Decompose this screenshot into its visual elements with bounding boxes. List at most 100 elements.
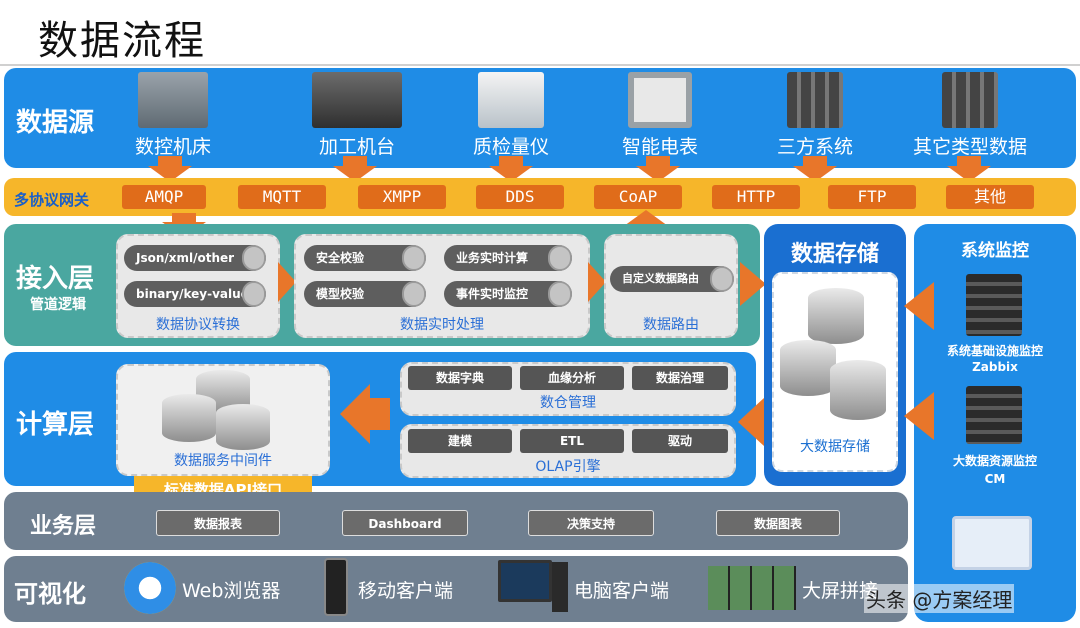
pill-label: 模型校验 bbox=[316, 287, 365, 301]
pill-label: 事件实时监控 bbox=[456, 287, 529, 301]
desktop-tower-icon bbox=[552, 562, 568, 612]
source-label: 数据源 bbox=[16, 108, 95, 138]
title-divider bbox=[0, 64, 1080, 66]
cnc-machine-icon bbox=[138, 72, 208, 128]
server-icon bbox=[966, 386, 1022, 444]
pill-cap bbox=[402, 281, 426, 307]
flow-arrow-right bbox=[588, 262, 606, 302]
json-xml-pill: Json/xml/other bbox=[124, 245, 266, 271]
flow-arrow bbox=[499, 156, 523, 168]
database-icon bbox=[808, 288, 864, 344]
source-item-thirdparty: 三方系统 bbox=[760, 72, 870, 159]
source-item-machine: 加工机台 bbox=[302, 72, 412, 159]
data-chart-button[interactable]: 数据图表 bbox=[716, 510, 840, 536]
source-item-label: 数控机床 bbox=[134, 136, 211, 158]
protocol-http: HTTP bbox=[712, 185, 800, 209]
custom-routing-pill: 自定义数据路由 bbox=[610, 266, 734, 292]
gateway-label: 多协议网关 bbox=[14, 191, 90, 209]
pill-label: Json/xml/other bbox=[136, 251, 235, 265]
protocol-convert-caption: 数据协议转换 bbox=[156, 317, 240, 333]
flow-arrow bbox=[172, 213, 196, 223]
flow-arrow bbox=[343, 156, 367, 168]
driver-button[interactable]: 驱动 bbox=[632, 429, 728, 453]
flow-arrow-left-shaft bbox=[368, 398, 390, 430]
flow-arrow bbox=[957, 156, 981, 168]
flow-arrow bbox=[803, 156, 827, 168]
protocol-amqp: AMQP bbox=[122, 185, 206, 209]
olap-caption: OLAP引擎 bbox=[535, 459, 601, 475]
monitor-tool-cm: CM bbox=[984, 472, 1006, 486]
protocol-xmpp: XMPP bbox=[358, 185, 446, 209]
lineage-button[interactable]: 血缘分析 bbox=[520, 366, 624, 390]
source-item-gauge: 质检量仪 bbox=[456, 72, 566, 159]
pill-label: binary/key-value bbox=[136, 287, 249, 301]
protocol-coap: CoAP bbox=[594, 185, 682, 209]
page-title: 数据流程 bbox=[38, 18, 206, 64]
storage-label: 数据存储 bbox=[790, 242, 879, 267]
report-button[interactable]: 数据报表 bbox=[156, 510, 280, 536]
security-check-pill: 安全校验 bbox=[304, 245, 426, 271]
etl-button[interactable]: ETL bbox=[520, 429, 624, 453]
warehouse-caption: 数仓管理 bbox=[540, 395, 596, 411]
video-wall-icon bbox=[708, 566, 796, 610]
event-monitor-pill: 事件实时监控 bbox=[444, 281, 572, 307]
source-item-label: 三方系统 bbox=[776, 136, 853, 158]
realtime-caption: 数据实时处理 bbox=[400, 317, 484, 333]
source-item-cnc: 数控机床 bbox=[118, 72, 228, 159]
watermark: 头条 @方案经理 bbox=[864, 584, 1015, 613]
server-rack-icon bbox=[942, 72, 998, 128]
flow-arrow-left bbox=[904, 392, 934, 440]
protocol-other: 其他 bbox=[946, 185, 1034, 209]
flow-arrow bbox=[646, 156, 670, 168]
monitor-tool-zabbix: Zabbix bbox=[972, 360, 1018, 374]
monitor-item-bigdata: 大数据资源监控 bbox=[952, 454, 1037, 468]
flow-arrow bbox=[158, 156, 182, 168]
flow-arrow-left bbox=[738, 398, 764, 446]
source-item-other: 其它类型数据 bbox=[900, 72, 1040, 159]
source-item-label: 加工机台 bbox=[318, 136, 395, 158]
pill-cap bbox=[548, 245, 572, 271]
mobile-phone-icon bbox=[324, 558, 348, 616]
pill-label: 业务实时计算 bbox=[456, 251, 529, 265]
middleware-caption: 数据服务中间件 bbox=[174, 453, 272, 469]
source-item-label: 智能电表 bbox=[621, 136, 698, 158]
monitor-item-infra: 系统基础设施监控 bbox=[946, 344, 1043, 358]
desktop-pc-icon bbox=[498, 560, 552, 602]
flow-arrow-right bbox=[740, 262, 766, 306]
business-label: 业务层 bbox=[30, 514, 97, 539]
access-sublabel: 管道逻辑 bbox=[30, 297, 86, 313]
flow-arrow-up bbox=[624, 210, 668, 226]
visual-item-mobile: 移动客户端 bbox=[358, 580, 454, 602]
database-icon bbox=[216, 404, 270, 450]
flow-arrow-right bbox=[278, 262, 296, 302]
routing-caption: 数据路由 bbox=[643, 317, 699, 333]
scale-icon bbox=[478, 72, 544, 128]
data-dictionary-button[interactable]: 数据字典 bbox=[408, 366, 512, 390]
flow-arrow-left bbox=[904, 282, 934, 330]
decision-support-button[interactable]: 决策支持 bbox=[528, 510, 654, 536]
visual-label: 可视化 bbox=[14, 580, 86, 608]
database-icon bbox=[780, 340, 836, 396]
governance-button[interactable]: 数据治理 bbox=[632, 366, 728, 390]
monitor-label: 系统监控 bbox=[961, 241, 1029, 261]
source-item-meter: 智能电表 bbox=[602, 72, 718, 159]
modeling-button[interactable]: 建模 bbox=[408, 429, 512, 453]
pill-cap bbox=[242, 245, 266, 271]
compute-label: 计算层 bbox=[16, 410, 95, 440]
visual-item-wall: 大屏拼接 bbox=[802, 580, 879, 602]
storage-caption: 大数据存储 bbox=[800, 439, 870, 455]
flow-arrow-left bbox=[340, 384, 370, 444]
electric-meter-icon bbox=[628, 72, 692, 128]
server-rack-icon bbox=[787, 72, 843, 128]
protocol-ftp: FTP bbox=[828, 185, 916, 209]
pill-cap bbox=[242, 281, 266, 307]
dashboard-button[interactable]: Dashboard bbox=[342, 510, 468, 536]
pill-label: 自定义数据路由 bbox=[622, 272, 699, 285]
visual-item-web: Web浏览器 bbox=[182, 580, 281, 602]
database-icon bbox=[830, 360, 886, 420]
binary-kv-pill: binary/key-value bbox=[124, 281, 266, 307]
pill-cap bbox=[402, 245, 426, 271]
model-check-pill: 模型校验 bbox=[304, 281, 426, 307]
dashboard-monitor-icon bbox=[952, 516, 1032, 570]
access-label: 接入层 bbox=[16, 264, 95, 294]
